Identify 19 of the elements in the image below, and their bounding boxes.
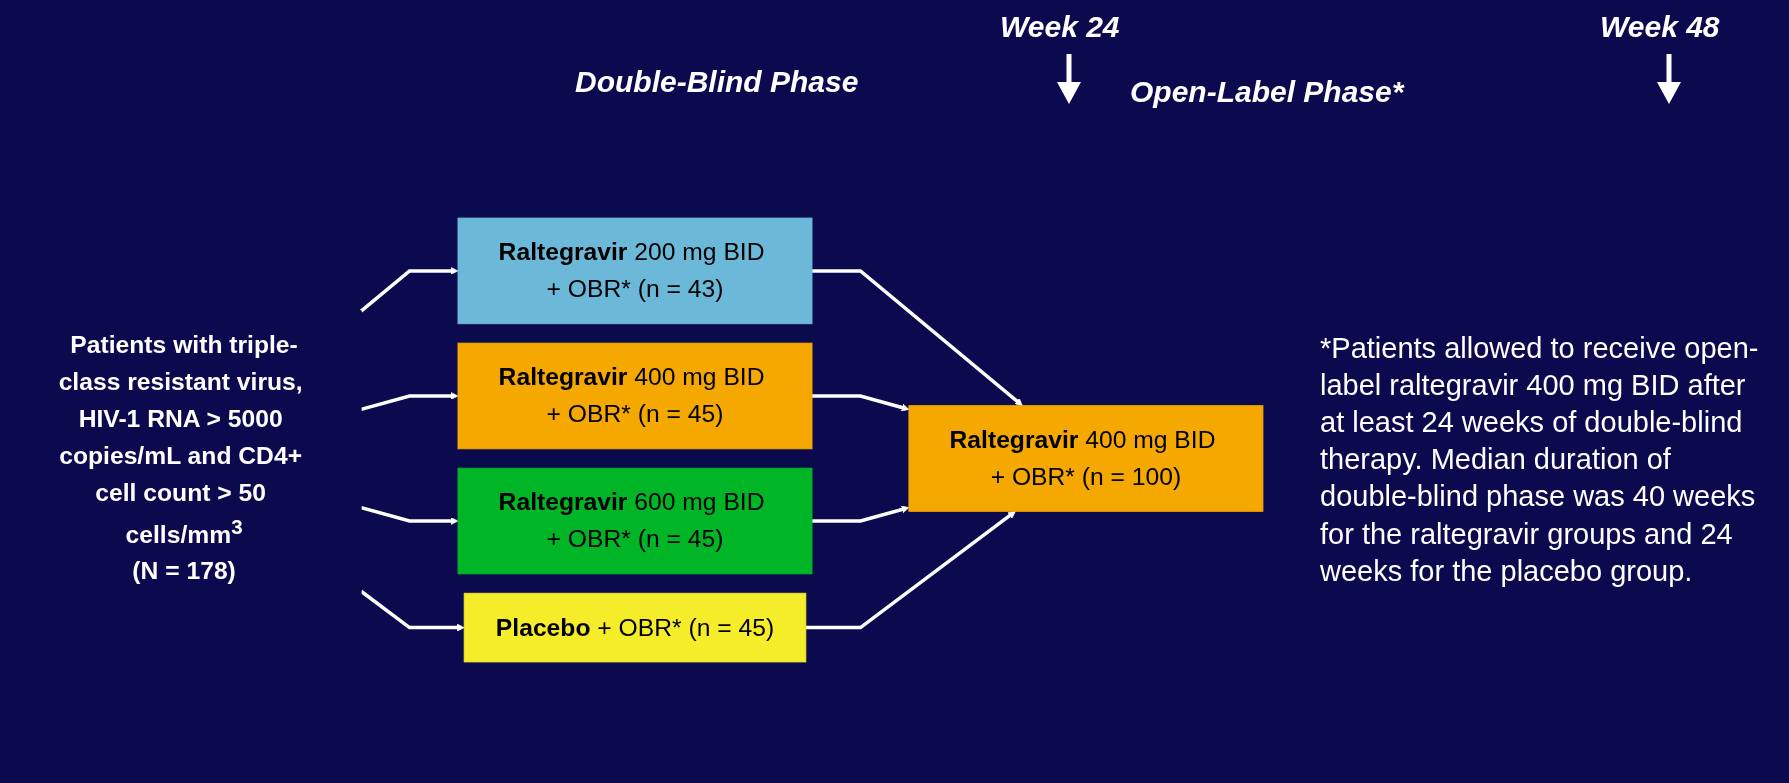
footnote-text: *Patients allowed to receive open-label raltegravir 400 mg BID after at least 24 weeks of double-blind therapy. Median duration of double-blind phase was 40 weeks for the raltegravir groups and 24 weeks for the placebo group.: [1320, 331, 1760, 589]
arrow: [812, 269, 1023, 406]
node-box: Raltegravir 400 mg BID + OBR* (n = 45): [457, 342, 813, 450]
arrow: [812, 394, 910, 412]
arrow: [360, 589, 465, 632]
arrow: [812, 505, 910, 523]
node-box: Raltegravir 200 mg BID + OBR* (n = 43): [457, 217, 813, 325]
node-text: Patients with triple-class resistant virus, HIV-1 RNA > 5000 copies/mL and CD4+ cell count > 50 cells/mm$^{3}$ (N = 178): [58, 331, 303, 586]
phase-label: Week 24: [1000, 10, 1120, 44]
node-box: Raltegravir 400 mg BID + OBR* (n = 100): [908, 405, 1264, 512]
phase-label: Open-Label Phase*: [1130, 75, 1404, 109]
arrow: [360, 505, 459, 525]
arrow: [805, 511, 1016, 630]
node-box: Placebo + OBR* (n = 45): [463, 592, 807, 663]
arrow: [360, 392, 459, 412]
phase-label: Week 48: [1600, 10, 1720, 44]
node-box: Raltegravir 600 mg BID + OBR* (n = 45): [457, 467, 813, 575]
arrow: [359, 267, 459, 313]
phase-label: Double-Blind Phase: [575, 65, 859, 99]
